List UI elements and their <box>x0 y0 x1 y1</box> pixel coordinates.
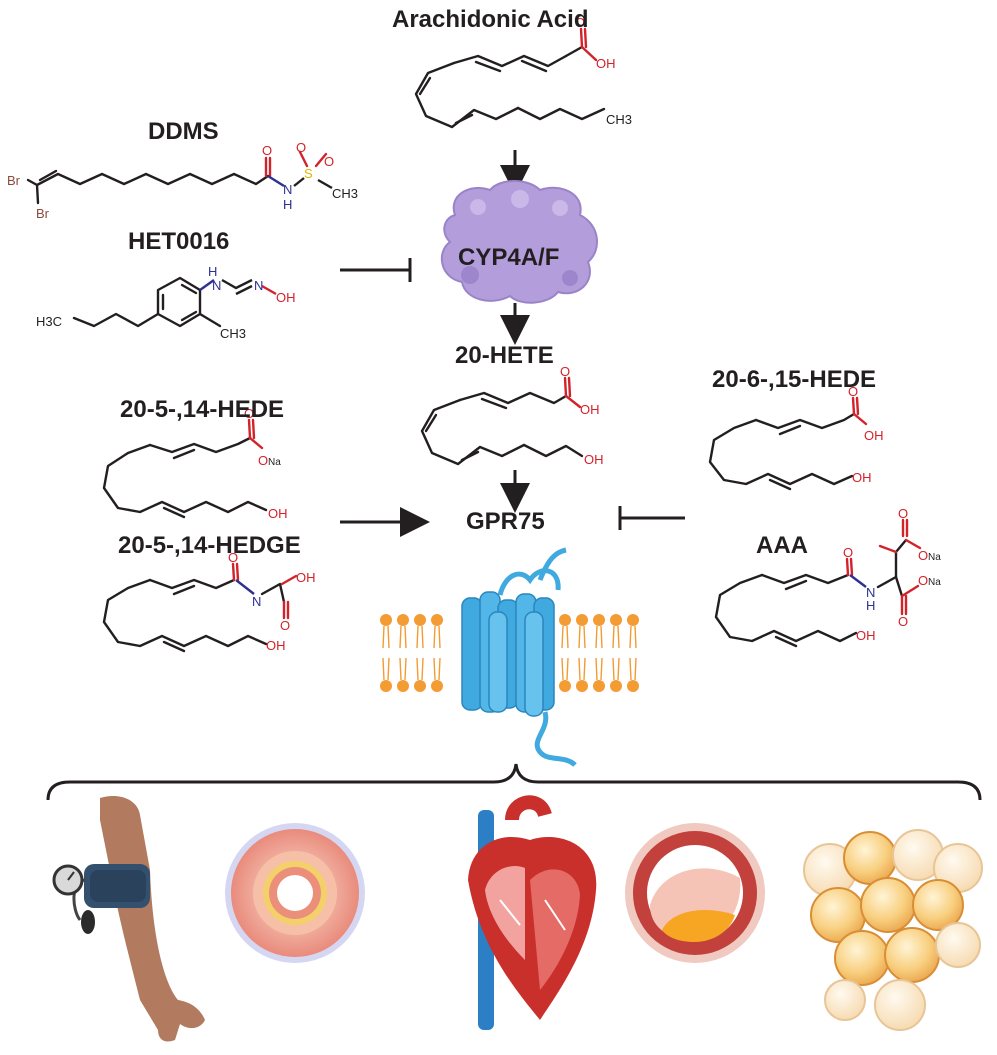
het0016-structure <box>72 276 277 328</box>
atom-o3-aaa: O <box>918 573 928 588</box>
blood-vessel-cross-section-icon <box>225 823 365 963</box>
label-20-5-14-hedge: 20-5-,14-HEDGE <box>118 532 301 559</box>
atom-o2-ddms: O <box>324 154 334 169</box>
atom-oh1-hedge: OH <box>296 570 316 585</box>
atom-br2: Br <box>36 206 50 221</box>
atom-h-het: H <box>208 264 217 279</box>
atom-oh-aaa: OH <box>856 628 876 643</box>
atom-ch3-ddms: CH3 <box>332 186 358 201</box>
atom-n-het: N <box>212 278 221 293</box>
atom-o-hede615: O <box>848 384 858 399</box>
hedge-5-14-structure <box>102 562 298 653</box>
atom-o-aaa: O <box>843 545 853 560</box>
atom-oh1-hete: OH <box>580 402 600 417</box>
heart-anatomy-icon <box>468 795 597 1030</box>
label-arachidonic-acid: Arachidonic Acid <box>392 6 589 33</box>
atom-oh2-hedge: OH <box>266 638 286 653</box>
label-cyp4af: CYP4A/F <box>458 244 560 271</box>
atom-o2-hedge: O <box>280 618 290 633</box>
atom-br1: Br <box>7 173 21 188</box>
atom-h-aaa: H <box>866 598 875 613</box>
atom-o2-aaa: O <box>918 548 928 563</box>
atom-o: O <box>575 15 585 30</box>
atom-s-ddms: S <box>304 166 313 181</box>
atom-na-hede514: Na <box>268 457 281 468</box>
atom-n2-het: N <box>254 278 263 293</box>
outcomes-brace <box>46 763 982 801</box>
arachidonic-acid-structure <box>414 27 606 129</box>
atom-n-aaa: N <box>866 585 875 600</box>
lipid-bilayer <box>380 614 639 692</box>
atom-ch3: CH3 <box>606 112 632 127</box>
label-het0016: HET0016 <box>128 228 230 255</box>
atom-oh2-hete: OH <box>584 452 604 467</box>
atom-o1-ddms: O <box>296 140 306 155</box>
atom-o1-aaa: O <box>898 506 908 521</box>
atherosclerotic-artery-icon <box>625 823 765 963</box>
label-gpr75: GPR75 <box>466 508 545 535</box>
atom-na2-aaa: Na <box>928 577 941 588</box>
atom-n-ddms: N <box>283 182 292 197</box>
adipocytes-icon <box>803 829 983 1031</box>
atom-h3c-het: H3C <box>36 314 62 329</box>
gpr75-receptor-icon <box>461 547 577 767</box>
label-aaa: AAA <box>756 532 808 559</box>
blood-pressure-arm-icon <box>52 795 205 1042</box>
ddms-structure <box>26 150 333 205</box>
atom-o4-aaa: O <box>898 614 908 629</box>
atom-h-ddms: H <box>283 197 292 212</box>
atom-o-hedge: O <box>228 550 238 565</box>
atom-o-ddms: O <box>262 143 272 158</box>
label-20-6-15-hede: 20-6-,15-HEDE <box>712 366 877 393</box>
hede-6-15-structure <box>708 396 868 491</box>
atom-oh-hede514: OH <box>268 506 288 521</box>
label-20-5-14-hede: 20-5-,14-HEDE <box>120 396 285 423</box>
label-ddms: DDMS <box>148 118 219 145</box>
atom-o-hede514: O <box>244 406 254 421</box>
cyp4af-protein-icon <box>441 180 599 304</box>
atom-oh: OH <box>596 56 616 71</box>
atom-ch3-het: CH3 <box>220 326 246 341</box>
atom-oh-het: OH <box>276 290 296 305</box>
atom-o2-hede514: O <box>258 453 268 468</box>
aaa-structure <box>714 518 922 648</box>
label-20-hete: 20-HETE <box>455 342 554 369</box>
hede-5-14-structure <box>102 418 268 519</box>
atom-na1-aaa: Na <box>928 552 941 563</box>
hete20-structure <box>420 376 584 466</box>
atom-o-hete: O <box>560 364 570 379</box>
atom-n-hedge: N <box>252 594 261 609</box>
atom-oh1-hede615: OH <box>864 428 884 443</box>
atom-oh2-hede615: OH <box>852 470 872 485</box>
